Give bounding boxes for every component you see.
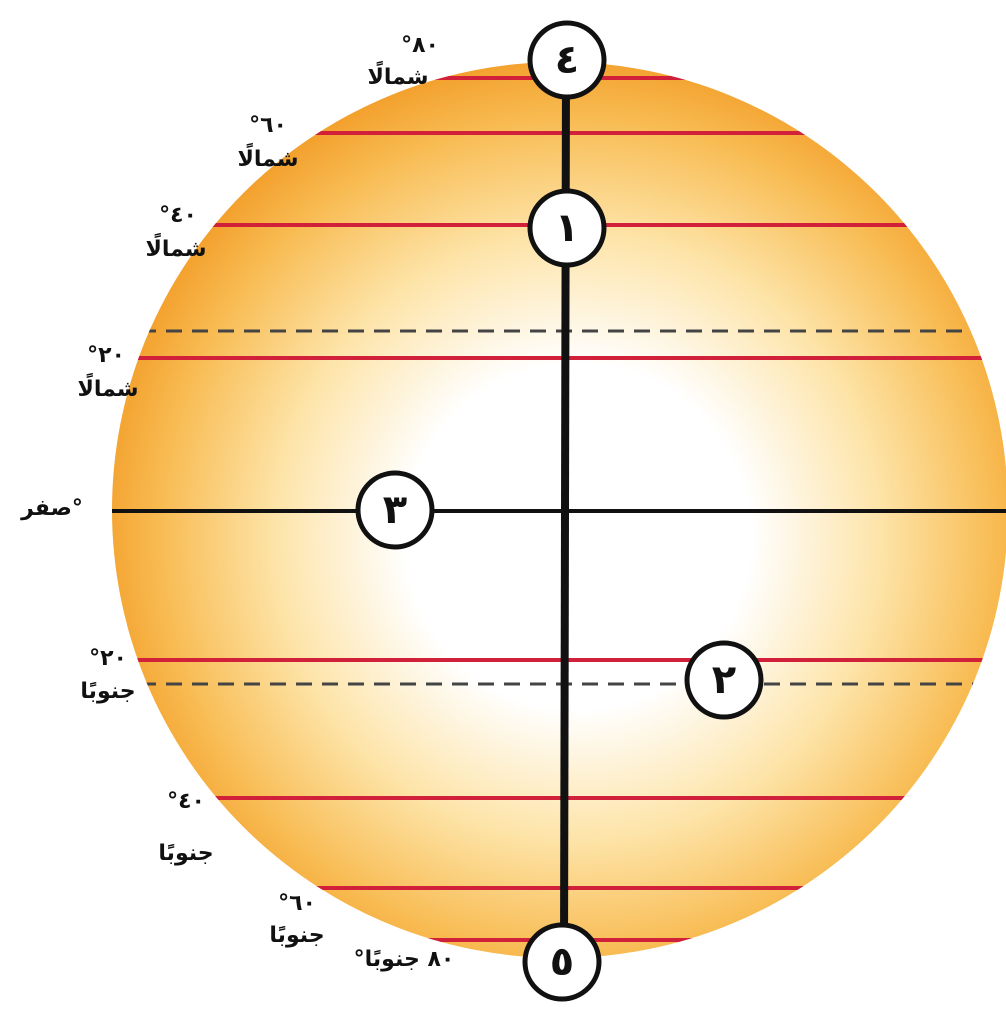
marker-5: ٥ [522, 922, 602, 1002]
label-s60-direction: جنوبًا [269, 923, 324, 948]
label-s20-direction: جنوبًا [80, 679, 135, 704]
label-s80: °٨٠ جنوبًا [354, 947, 455, 972]
marker-1: ١ [527, 188, 607, 268]
marker-2-label: ٢ [712, 657, 736, 703]
latitude-labels: °٨٠ شمالًا °٦٠ شمالًا °٤٠ شمالًا °٢٠ شما… [20, 33, 454, 972]
label-n40-degree: °٤٠ [159, 203, 197, 228]
marker-3-label: ٣ [383, 487, 407, 533]
label-n20-direction: شمالًا [77, 372, 138, 402]
label-n60-degree: °٦٠ [249, 113, 287, 138]
marker-1-label: ١ [555, 205, 579, 251]
label-n40-direction: شمالًا [145, 232, 206, 262]
label-s20-degree: °٢٠ [89, 646, 127, 671]
marker-4: ٤ [527, 20, 607, 100]
marker-5-label: ٥ [550, 939, 574, 985]
label-s40-degree: °٤٠ [167, 789, 205, 814]
label-n80-degree: °٨٠ [401, 33, 439, 58]
label-n60-direction: شمالًا [237, 142, 298, 172]
marker-2: ٢ [684, 640, 764, 720]
label-equator: صفر° [20, 496, 83, 521]
marker-3: ٣ [355, 470, 435, 550]
marker-4-label: ٤ [555, 37, 579, 83]
label-s60-degree: °٦٠ [278, 891, 316, 916]
label-n20-degree: °٢٠ [87, 343, 125, 368]
label-n80-direction: شمالًا [367, 60, 428, 90]
label-s40-direction: جنوبًا [158, 841, 213, 866]
